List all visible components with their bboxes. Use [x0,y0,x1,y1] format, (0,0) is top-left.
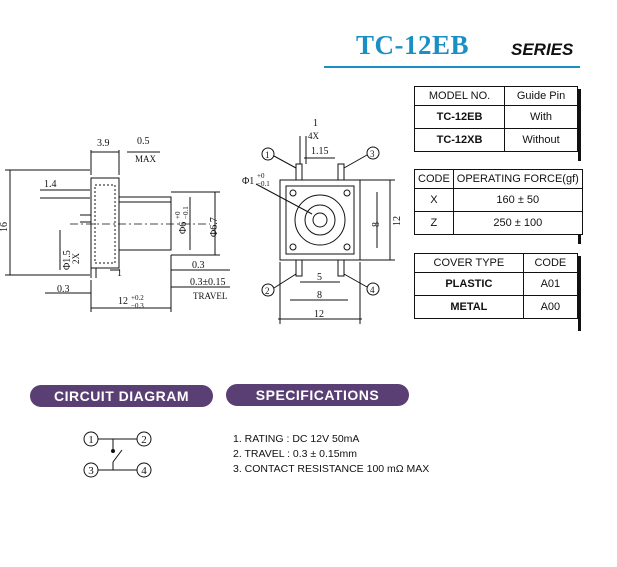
side-view-drawing: 3.9 0.5 MAX 1.4 16 Φ1.5 2X 1 0.3 12 +0.2… [0,136,230,312]
table-cell: TC-12XB [413,128,506,152]
dim-label: 1.15 [311,146,329,157]
table-row: TC-12EB With [413,105,578,129]
circuit-pin-label: 4 [141,465,147,477]
dim-label: 16 [0,222,10,232]
table-header-cell: CODE [414,169,454,189]
dim-label: 1.4 [44,179,57,190]
table-cell: 160 ± 50 [452,188,583,212]
dim-label: 12 [118,296,128,307]
table-row: PLASTIC A01 [414,272,579,296]
pin-label: 4 [370,285,375,295]
front-view-drawing: 1 4X 1.15 Φ1 +0 −0.1 8 12 5 8 12 1 2 3 4 [242,118,403,324]
dim-label: −0.3 [131,302,144,310]
table-row: METAL A00 [414,295,579,319]
spec-item: 1. RATING : DC 12V 50mA [233,433,360,445]
specifications-list: 1. RATING : DC 12V 50mA 2. TRAVEL : 0.3 … [233,432,429,477]
table-row: TC-12XB Without [413,128,578,152]
dim-label: +0 [257,172,265,180]
dim-label: 8 [371,222,382,227]
table-cell: METAL [414,295,524,319]
table-header-cell: COVER TYPE [414,253,524,273]
table-cell: PLASTIC [414,272,524,296]
plunger [118,196,172,251]
title-underline [324,66,580,68]
switch-inner [94,184,116,264]
table-header-cell: CODE [522,253,579,273]
table-cell: A01 [522,272,579,296]
pin-label: 1 [265,150,270,160]
dim-label: 1 [117,268,122,279]
circuit-diagram-heading: CIRCUIT DIAGRAM [30,385,213,407]
dim-label: +0.2 [131,294,144,302]
table-cell: Z [414,211,454,235]
table-cell: 250 ± 100 [452,211,583,235]
switch-frame [285,185,355,255]
dim-label: 8 [317,290,322,301]
specifications-heading: SPECIFICATIONS [226,384,409,406]
cover-table: COVER TYPE CODE PLASTIC A01 METAL A00 [414,253,579,319]
table-header-row: CODE OPERATING FORCE(gf) [414,169,583,189]
table-cell: Without [504,128,578,152]
circuit-pin-label: 1 [88,434,94,446]
table-cell: X [414,188,454,212]
table-cell: With [504,105,578,129]
table-header-cell: Guide Pin [504,86,578,106]
table-shadow [578,89,581,161]
force-table: CODE OPERATING FORCE(gf) X 160 ± 50 Z 25… [414,169,583,235]
dim-label: Φ6 [178,222,189,234]
circuit-schematic: 1 2 3 4 [83,431,152,478]
dim-label: 3.9 [97,138,110,149]
dim-label: Φ1 [242,176,254,187]
table-row: X 160 ± 50 [414,188,583,212]
series-title: TC-12EB [356,30,470,60]
pin-label: 2 [265,286,270,296]
table-header-row: MODEL NO. Guide Pin [413,86,578,106]
dim-label: 12 [392,216,403,226]
dim-label: 1 [313,118,318,129]
spec-item: 2. TRAVEL : 0.3 ± 0.15mm [233,448,358,460]
series-subtitle: SERIES [511,40,574,59]
dim-label: 0.3 [57,284,70,295]
dim-label: TRAVEL [193,291,227,301]
dim-label: 0.3±0.15 [190,277,226,288]
dim-label: Φ1.5 [62,250,73,270]
dim-label: +0 [174,211,182,219]
dim-label: 2X [71,253,81,265]
table-cell: TC-12EB [413,105,506,129]
switch-outline [279,179,361,261]
table-header-cell: MODEL NO. [413,86,506,106]
dim-label: −0.1 [182,206,190,219]
dim-label: 0.5 [137,136,150,147]
spec-item: 3. CONTACT RESISTANCE 100 mΩ MAX [233,463,430,475]
circuit-pin-label: 3 [88,465,94,477]
dim-label: 4X [308,131,320,141]
dim-label: 0.3 [192,260,205,271]
table-header-row: COVER TYPE CODE [414,253,579,273]
table-header-cell: OPERATING FORCE(gf) [452,169,583,189]
table-cell: A00 [522,295,579,319]
table-row: Z 250 ± 100 [414,211,583,235]
dim-label: 12 [314,309,324,320]
plunger-outer [294,194,346,246]
model-table: MODEL NO. Guide Pin TC-12EB With TC-12XB… [413,86,578,152]
dim-label: Φ6.7 [209,217,220,237]
table-shadow [578,256,581,331]
dim-label: 5 [317,272,322,283]
dim-label: MAX [135,154,157,164]
pin-label: 3 [370,149,375,159]
plunger-inner [304,204,336,236]
dim-label: −0.1 [257,180,270,188]
circuit-pin-label: 2 [141,434,147,446]
